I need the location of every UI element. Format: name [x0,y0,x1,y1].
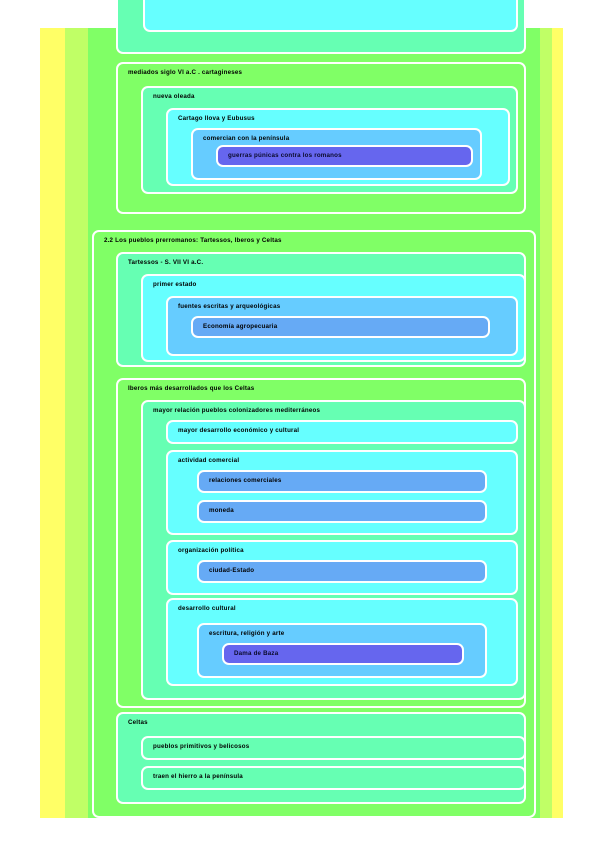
node-label: comercian con la península [203,135,290,142]
node-label: mayor relación pueblos colonizadores med… [153,407,321,414]
node-label: mayor desarrollo económico y cultural [178,427,300,434]
node-label: primer estado [153,281,197,288]
node-moneda[interactable]: moneda [197,500,487,523]
node-label: moneda [209,507,234,514]
node-label: guerras púnicas contra los romanos [228,152,342,159]
node-label: mediados siglo VI a.C . cartagineses [128,69,243,76]
cutoff-node-cyan[interactable] [143,0,518,32]
node-dama-de-baza[interactable]: Dama de Baza [222,643,464,665]
node-label: traen el hierro a la península [153,773,243,780]
node-label: desarrollo cultural [178,605,236,612]
node-label: Economía agropecuaria [203,323,278,330]
node-label: Iberos más desarrollados que los Celtas [128,385,255,392]
node-traen-hierro[interactable]: traen el hierro a la península [141,766,526,790]
node-label: actividad comercial [178,457,240,464]
node-label: Tartessos - S. VII VI a.C. [128,259,204,266]
node-label: organización política [178,547,244,554]
node-label: fuentes escritas y arqueológicas [178,303,281,310]
node-ciudad-estado[interactable]: ciudad-Estado [197,560,487,583]
node-label: Dama de Baza [234,650,279,657]
node-mayor-desarrollo[interactable]: mayor desarrollo económico y cultural [166,420,518,444]
node-label: escritura, religión y arte [209,630,285,637]
node-label: ciudad-Estado [209,567,255,574]
node-label: pueblos primitivos y belicosos [153,743,250,750]
node-label: nueva oleada [153,93,195,100]
node-label: Cartago llova y Eubusus [178,115,255,122]
node-pueblos-primitivos[interactable]: pueblos primitivos y belicosos [141,736,526,760]
node-label: 2.2 Los pueblos prerromanos: Tartessos, … [104,237,282,244]
node-relaciones-comerciales[interactable]: relaciones comerciales [197,470,487,493]
node-economia-agropecuaria[interactable]: Economía agropecuaria [191,316,490,338]
node-label: Celtas [128,719,148,726]
node-label: relaciones comerciales [209,477,282,484]
node-guerras-punicas[interactable]: guerras púnicas contra los romanos [216,145,473,167]
